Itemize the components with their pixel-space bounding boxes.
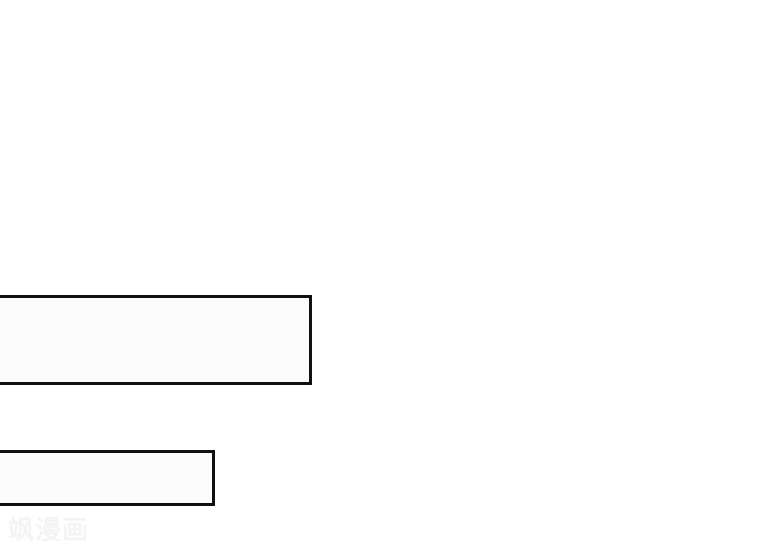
watermark-logo: 飒漫画 [8, 510, 89, 547]
comic-panel-top [0, 295, 312, 385]
comic-panel-bottom [0, 450, 215, 506]
